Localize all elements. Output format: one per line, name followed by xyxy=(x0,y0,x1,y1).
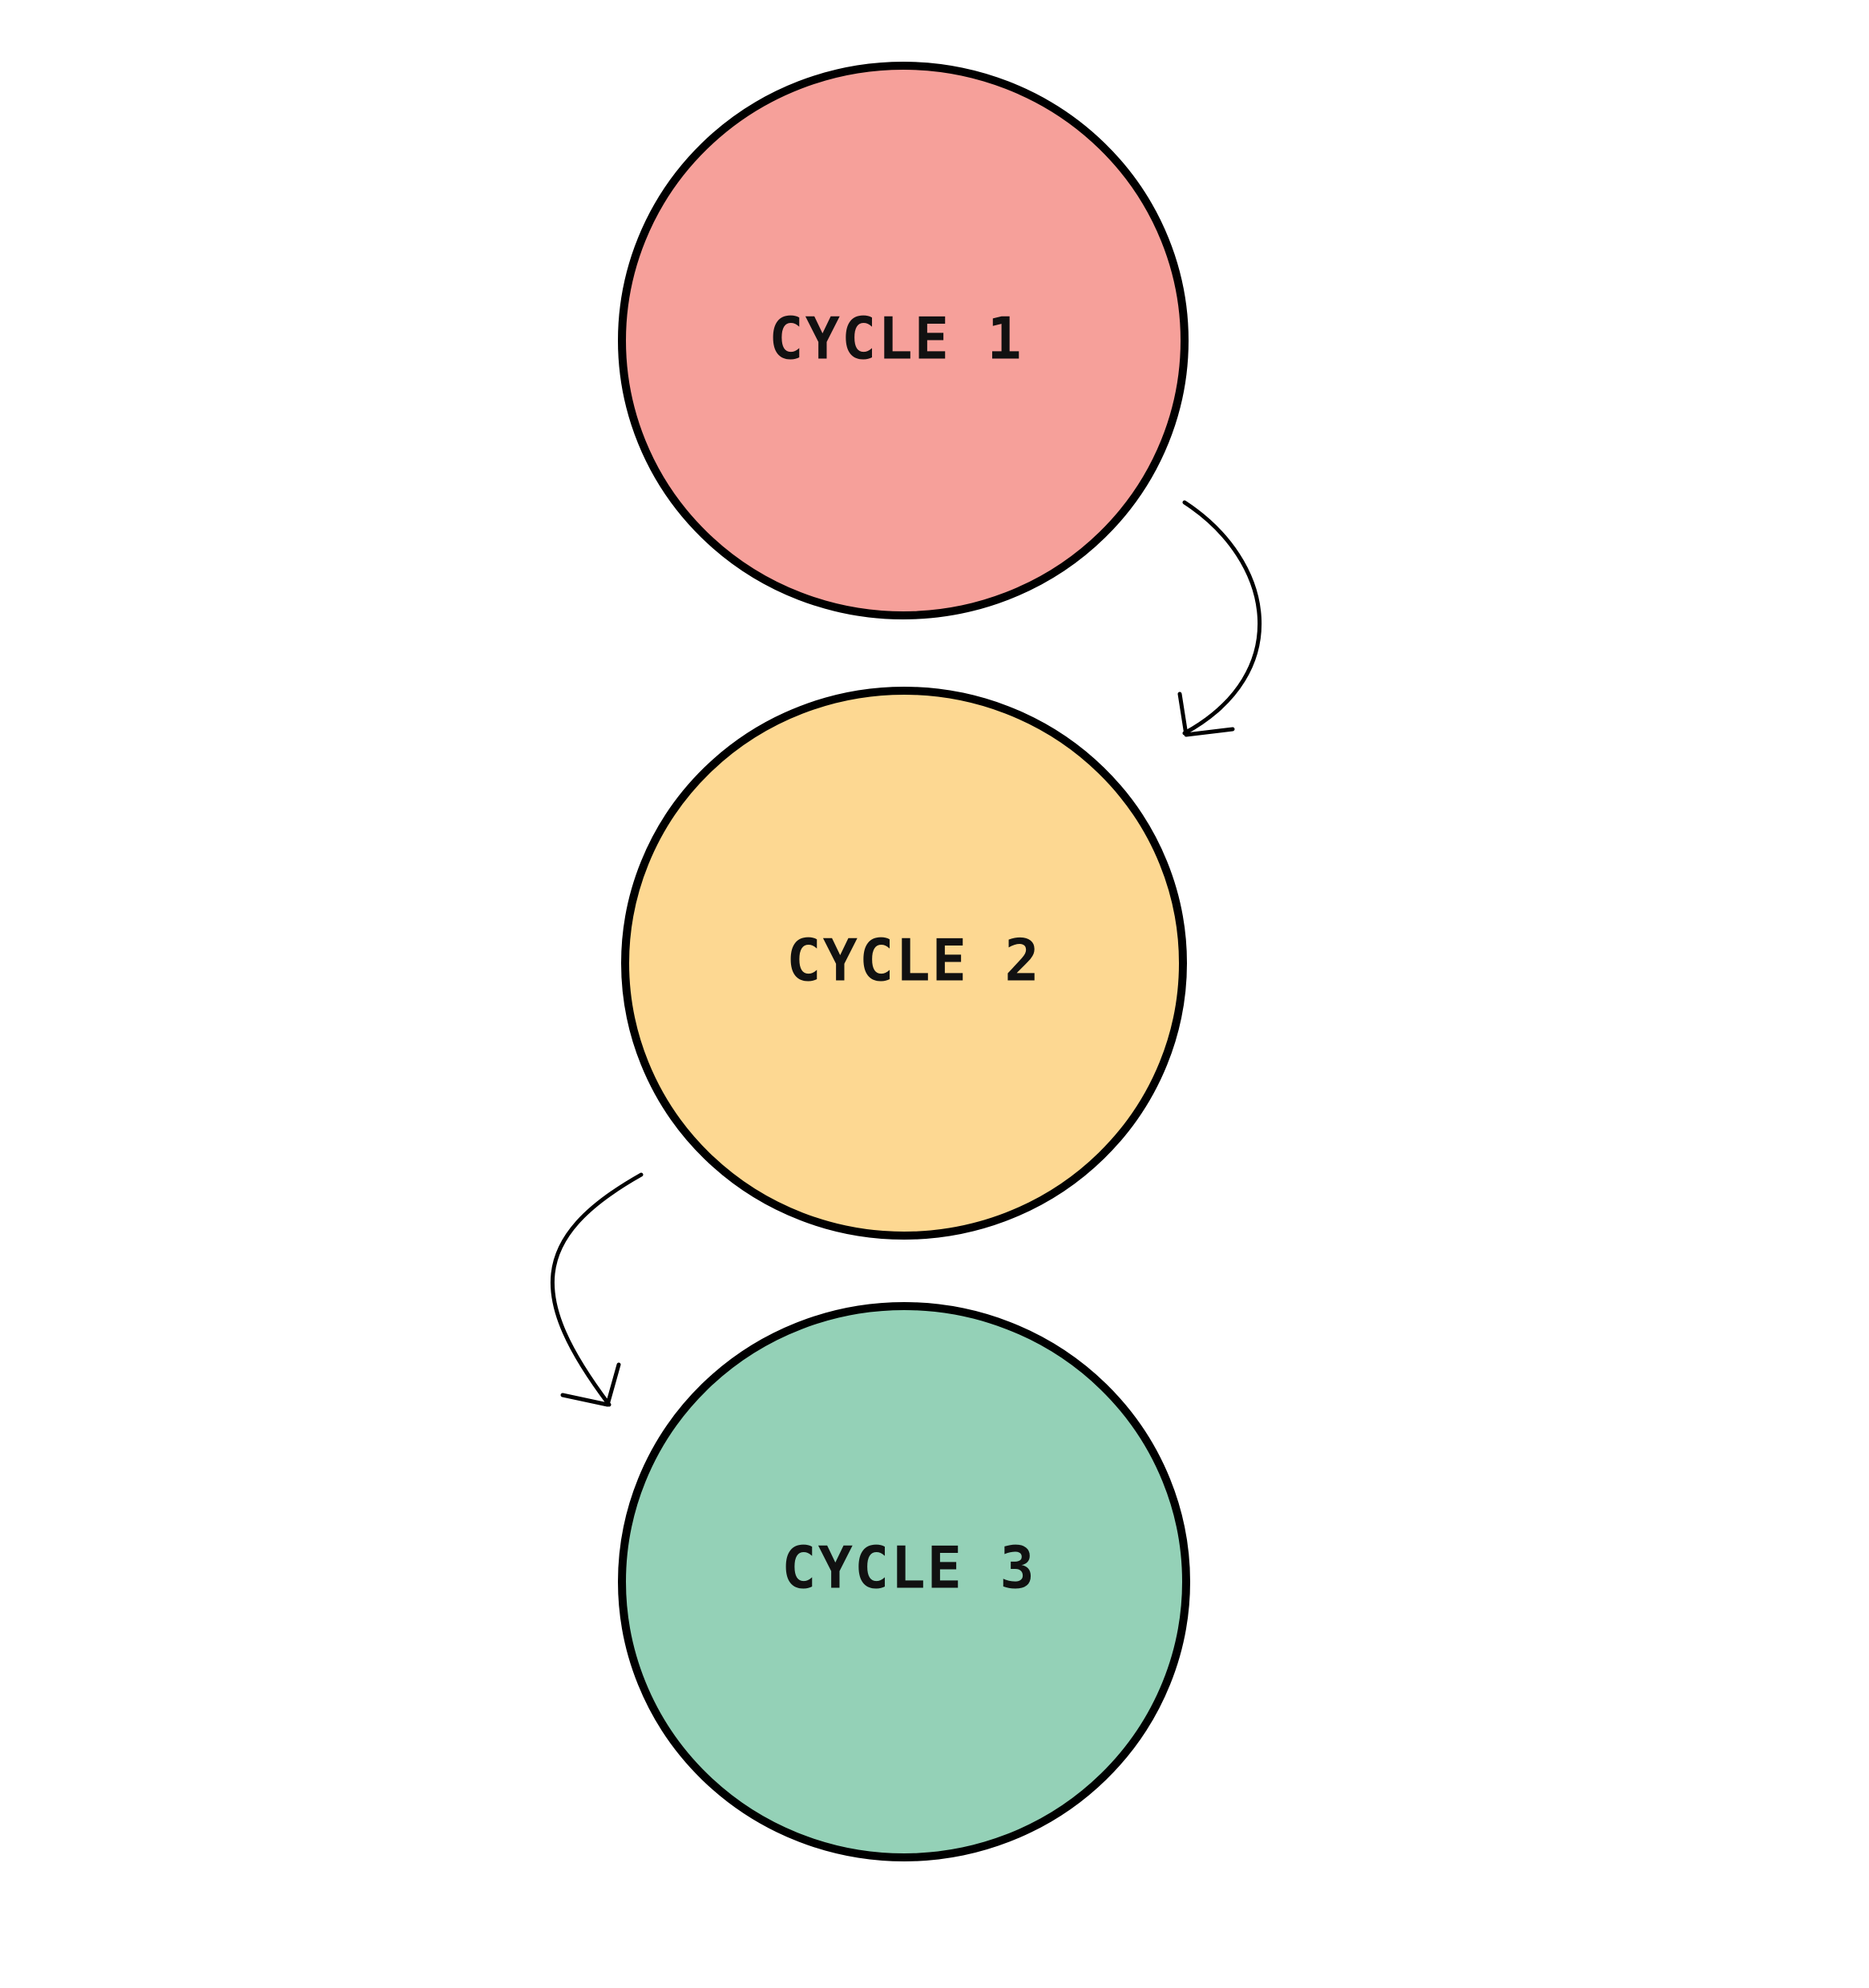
arrow-curve xyxy=(550,1172,644,1407)
arrow-curve xyxy=(1182,500,1262,736)
node-circle xyxy=(618,62,1189,619)
node-circle xyxy=(618,1302,1190,1861)
arrow-cycle-2-to-cycle-3 xyxy=(550,1172,644,1407)
node-label: CYCLE 2 xyxy=(786,927,1040,994)
node-label: CYCLE 3 xyxy=(781,1534,1035,1602)
node-cycle-2: CYCLE 2 xyxy=(621,687,1187,1240)
node-circle xyxy=(621,687,1187,1240)
node-cycle-1: CYCLE 1 xyxy=(618,62,1189,619)
arrow-head xyxy=(560,1362,621,1407)
node-label: CYCLE 1 xyxy=(769,305,1023,373)
arrow-cycle-1-to-cycle-2 xyxy=(1177,500,1262,737)
arrow-head xyxy=(1177,692,1235,737)
node-cycle-3: CYCLE 3 xyxy=(618,1302,1190,1861)
